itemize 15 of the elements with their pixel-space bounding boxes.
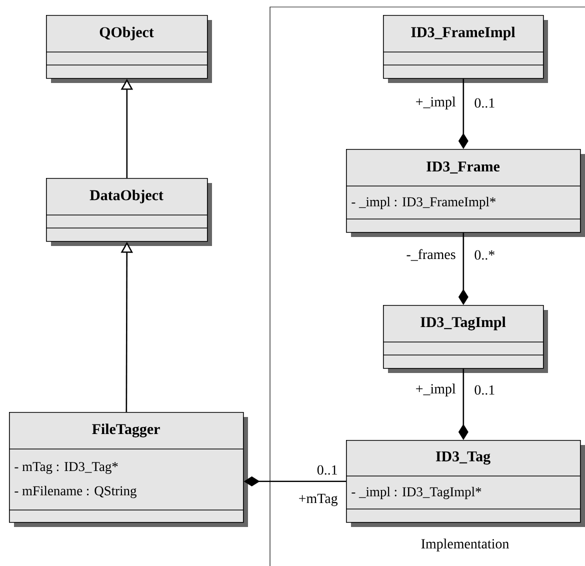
multiplicity-label: 0..1 [473, 384, 496, 396]
class-box: ID3_Tag - _impl : ID3_TagImpl* [346, 440, 585, 527]
class-box: FileTagger - mTag : ID3_Tag* - mFilename : QString [8, 412, 248, 527]
class-box: ID3_FrameImpl [382, 15, 548, 83]
class-box: ID3_TagImpl [382, 305, 548, 373]
role-label: +_impl [414, 96, 457, 110]
role-label: +_impl [414, 382, 457, 398]
class-box: ID3_Frame - _impl : ID3_FrameImpl* [346, 149, 585, 237]
multiplicity-label: 0..* [473, 249, 496, 261]
role-label: -_frames [405, 248, 457, 262]
multiplicity-label: 0..1 [473, 97, 496, 109]
multiplicity-label: 0..1 [316, 464, 339, 476]
role-label: +mTag [297, 492, 339, 508]
class-box: DataObject [46, 178, 212, 246]
class-box: QObject [46, 15, 212, 83]
